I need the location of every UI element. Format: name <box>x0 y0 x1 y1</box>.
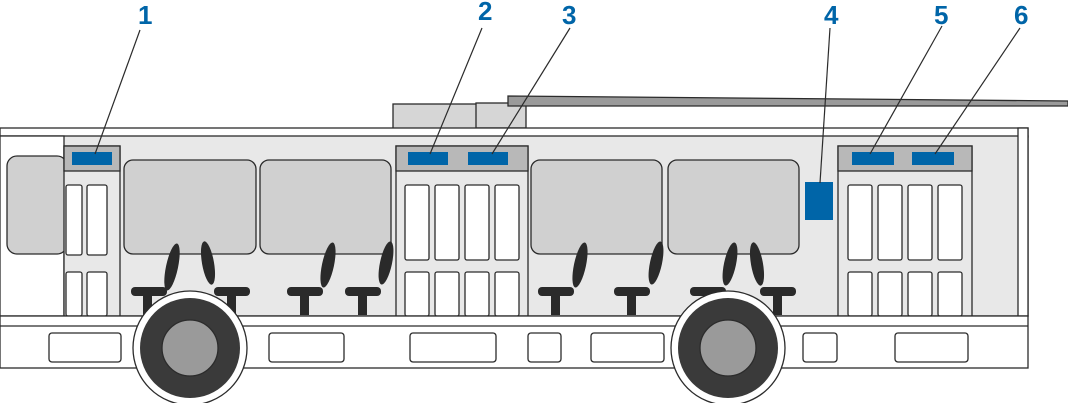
seat-cushion <box>760 287 796 296</box>
seat-back <box>164 243 180 291</box>
callout-4: 4 <box>824 0 839 30</box>
middle-door <box>395 145 529 317</box>
leader-line-6 <box>934 27 1021 155</box>
leader-line-4 <box>819 27 831 184</box>
skirt-panel <box>409 332 497 363</box>
seat-post <box>627 295 636 315</box>
passenger-window <box>259 159 392 255</box>
callout-labels: 1 2 3 4 5 6 <box>138 0 1028 30</box>
skirt-panel <box>590 332 665 363</box>
trolley-pole-assembly <box>392 95 1068 131</box>
display-4 <box>805 182 833 220</box>
seat-cushion <box>614 287 650 296</box>
door-panel <box>937 184 963 261</box>
trolley-pole <box>507 95 1068 107</box>
seat-post <box>227 295 236 315</box>
callout-6: 6 <box>1014 0 1028 30</box>
seat-cushion <box>131 287 167 296</box>
front-door <box>63 145 121 317</box>
leader-line-2 <box>429 27 483 155</box>
seat-back <box>320 242 336 288</box>
door-panel <box>86 184 108 256</box>
door-panel <box>464 184 490 261</box>
seat-cushion <box>538 287 574 296</box>
seat-back <box>648 241 664 285</box>
seat-post <box>773 295 782 315</box>
door-panel <box>404 184 430 261</box>
rear-end-panel <box>1017 127 1029 317</box>
passenger-window <box>667 159 800 255</box>
display-6 <box>912 152 954 165</box>
door-panel <box>937 271 963 317</box>
windshield <box>6 155 68 255</box>
passenger-window <box>530 159 663 255</box>
door-panel <box>847 184 873 261</box>
door-panel <box>434 271 460 317</box>
door-panel <box>907 184 933 261</box>
display-3 <box>468 152 508 165</box>
door-panel <box>907 271 933 317</box>
skirt-panel <box>527 332 562 363</box>
callout-2: 2 <box>478 0 492 26</box>
leader-line-1 <box>94 29 141 155</box>
skirt-panel <box>802 332 838 363</box>
rear-wheel <box>670 290 786 403</box>
seat-post <box>551 295 560 315</box>
door-panel <box>877 271 903 317</box>
callout-5: 5 <box>934 0 948 30</box>
seat <box>538 242 588 315</box>
door-panel <box>65 271 83 317</box>
skirt-panel <box>268 332 345 363</box>
seat <box>345 241 394 315</box>
pole-base-left <box>392 103 478 131</box>
callout-3: 3 <box>562 0 576 30</box>
skirt-panel <box>48 332 122 363</box>
passenger-window <box>123 159 257 255</box>
leader-line-3 <box>491 27 571 155</box>
door-panel <box>86 271 108 317</box>
door-panel <box>847 271 873 317</box>
rear-door <box>837 145 973 317</box>
seat-back <box>572 242 588 288</box>
seat-back <box>378 241 394 285</box>
seat-back <box>749 242 765 286</box>
callout-1: 1 <box>138 0 152 30</box>
seat-back <box>722 242 738 286</box>
wheel-hub <box>699 319 757 377</box>
seat <box>749 242 796 315</box>
seat <box>287 242 336 315</box>
door-panel <box>494 184 520 261</box>
seat-cushion <box>214 287 250 296</box>
door-panel <box>434 184 460 261</box>
front-wheel <box>132 290 248 403</box>
seat <box>614 241 664 315</box>
seat-cushion <box>345 287 381 296</box>
seat <box>131 243 180 315</box>
pole-base-right <box>475 102 527 129</box>
skirt-panel <box>894 332 969 363</box>
door-panel <box>464 271 490 317</box>
seat-post <box>143 295 152 315</box>
callout-leaders <box>94 25 1021 184</box>
display-1 <box>72 152 112 165</box>
wheel-hub <box>161 319 219 377</box>
display-2 <box>408 152 448 165</box>
door-panel <box>65 184 83 256</box>
seat-post <box>358 295 367 315</box>
door-panel <box>404 271 430 317</box>
seat-post <box>300 295 309 315</box>
door-panel <box>494 271 520 317</box>
seat-back <box>200 241 216 285</box>
door-panel <box>877 184 903 261</box>
display-5 <box>852 152 894 165</box>
seat-cushion <box>287 287 323 296</box>
seat <box>200 241 250 315</box>
leader-line-5 <box>869 25 943 155</box>
